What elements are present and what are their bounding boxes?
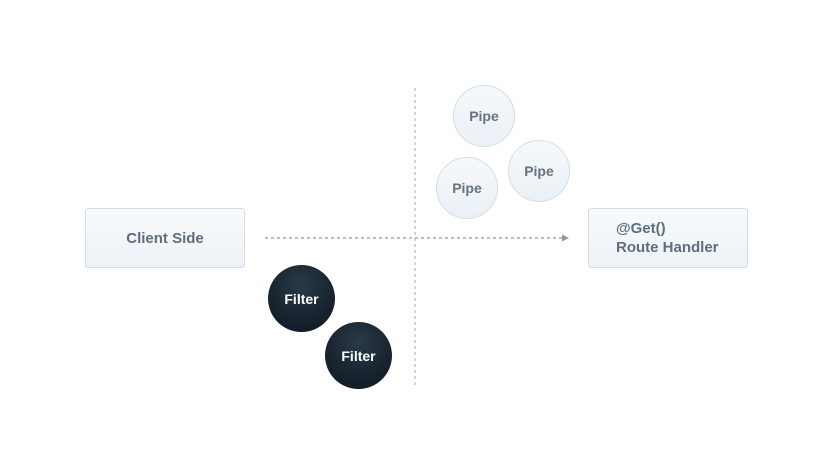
client-side-box: Client Side [85,208,245,268]
pipe-node-1: Pipe [453,85,515,147]
filter-node-1: Filter [268,265,335,332]
handler-decorator-label: @Get() [616,220,666,237]
handler-name-label: Route Handler [616,239,719,256]
request-arrow-head [562,234,569,242]
pipe-label: Pipe [524,163,554,179]
filter-label: Filter [341,347,376,364]
pipe-label: Pipe [452,180,482,196]
filter-label: Filter [284,290,319,307]
pipe-label: Pipe [469,108,499,124]
pipe-node-2: Pipe [508,140,570,202]
pipe-node-3: Pipe [436,157,498,219]
route-handler-box: @Get() Route Handler [588,208,748,268]
filter-node-2: Filter [325,322,392,389]
client-side-label: Client Side [126,229,204,247]
